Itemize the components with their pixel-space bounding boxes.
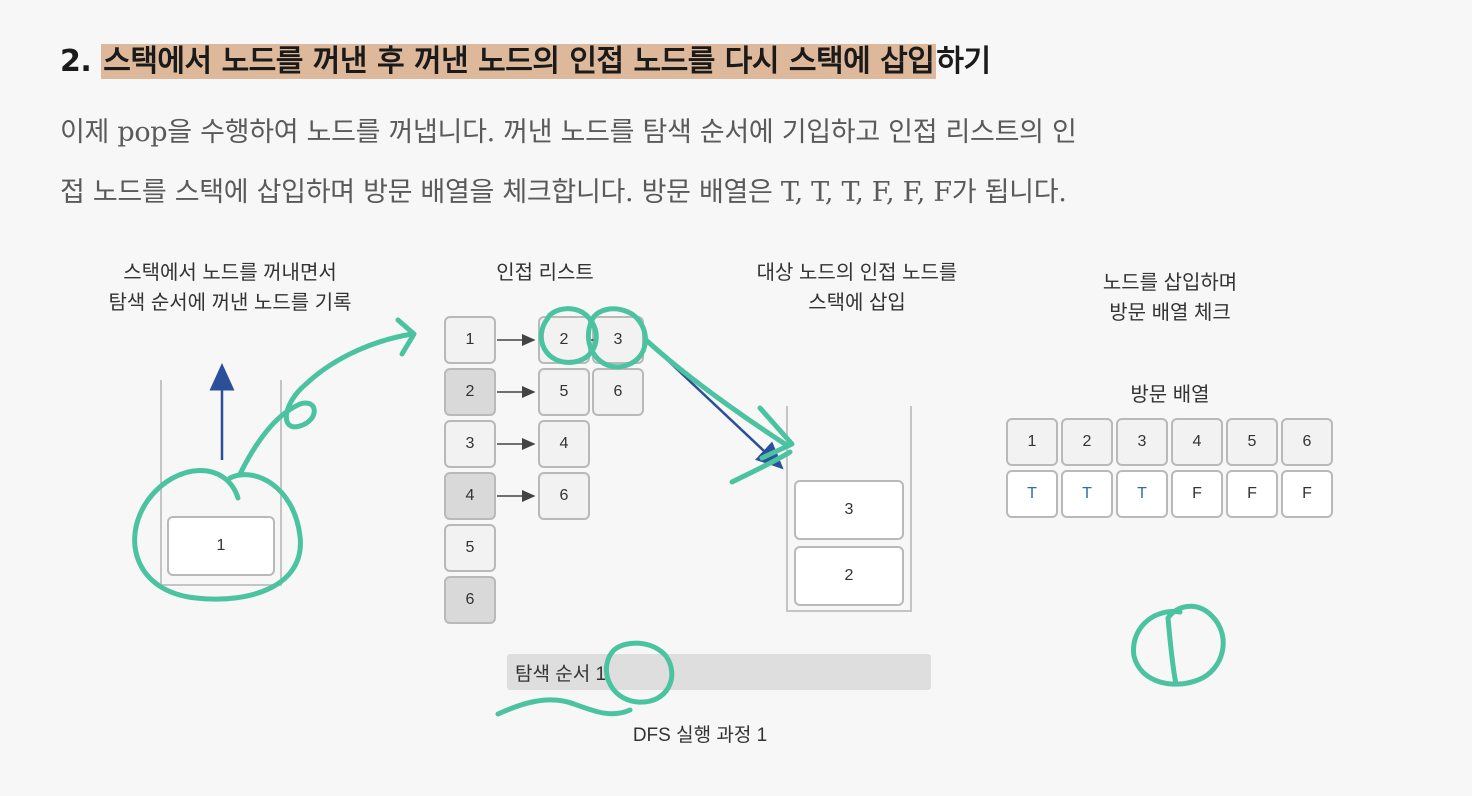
visit-index-cell: 4 <box>1171 418 1223 466</box>
visit-value-cell: T <box>1006 470 1058 518</box>
heading-highlight: 스택에서 노드를 꺼낸 후 꺼낸 노드의 인접 노드를 다시 스택에 삽입 <box>101 44 937 79</box>
visit-array-title: 방문 배열 <box>1130 384 1210 406</box>
adjacency-node: 4 <box>444 472 496 520</box>
left-stack-item: 1 <box>167 516 275 576</box>
adjacency-neighbor: 6 <box>538 472 590 520</box>
right-stack <box>786 406 912 612</box>
push-label: 대상 노드의 인접 노드를 스택에 삽입 <box>756 262 958 314</box>
visit-index-cell: 6 <box>1281 418 1333 466</box>
right-stack-item: 3 <box>794 480 904 540</box>
section-heading: 2. 스택에서 노드를 꺼낸 후 꺼낸 노드의 인접 노드를 다시 스택에 삽입… <box>60 36 991 80</box>
arrowhead-right <box>395 317 417 357</box>
stroke-near-stack <box>729 449 793 485</box>
adjacency-label: 인접 리스트 <box>496 262 594 284</box>
pop-label: 스택에서 노드를 꺼내면서 탐색 순서에 꺼낸 노드를 기록 <box>108 262 352 314</box>
handwritten-one <box>1131 603 1226 687</box>
adjacency-node: 6 <box>444 576 496 624</box>
visit-value-cell: T <box>1116 470 1168 518</box>
visit-index-cell: 1 <box>1006 418 1058 466</box>
push-arrow <box>661 354 784 470</box>
push-stroke <box>643 337 791 449</box>
adjacency-node: 2 <box>444 368 496 416</box>
adjacency-neighbor: 6 <box>592 368 644 416</box>
visit-index-cell: 2 <box>1061 418 1113 466</box>
heading-number: 2. <box>60 44 102 79</box>
adjacency-neighbor: 2 <box>538 316 590 364</box>
visit-index-cell: 5 <box>1226 418 1278 466</box>
paragraph-line-2: 접 노드를 스택에 삽입하며 방문 배열을 체크합니다. 방문 배열은 T, T… <box>60 177 1067 208</box>
visit-label: 노드를 삽입하며 방문 배열 체크 <box>1102 272 1238 324</box>
visit-value-cell: F <box>1171 470 1223 518</box>
heading-rest: 하기 <box>936 44 991 79</box>
adjacency-neighbor: 3 <box>592 316 644 364</box>
diagram-caption: DFS 실행 과정 1 <box>632 725 768 746</box>
underline-search-order <box>495 697 633 717</box>
adjacency-node: 3 <box>444 420 496 468</box>
adjacency-neighbor: 5 <box>538 368 590 416</box>
adjacency-node: 5 <box>444 524 496 572</box>
visit-value-cell: T <box>1061 470 1113 518</box>
visit-value-cell: F <box>1281 470 1333 518</box>
adjacency-node: 1 <box>444 316 496 364</box>
search-order-bar: 탐색 순서 1 <box>507 654 931 690</box>
visit-index-cell: 3 <box>1116 418 1168 466</box>
visit-value-cell: F <box>1226 470 1278 518</box>
adjacency-neighbor: 4 <box>538 420 590 468</box>
paragraph-line-1: 이제 pop을 수행하여 노드를 꺼냅니다. 꺼낸 노드를 탐색 순서에 기입하… <box>60 117 1077 148</box>
right-stack-item: 2 <box>794 546 904 606</box>
